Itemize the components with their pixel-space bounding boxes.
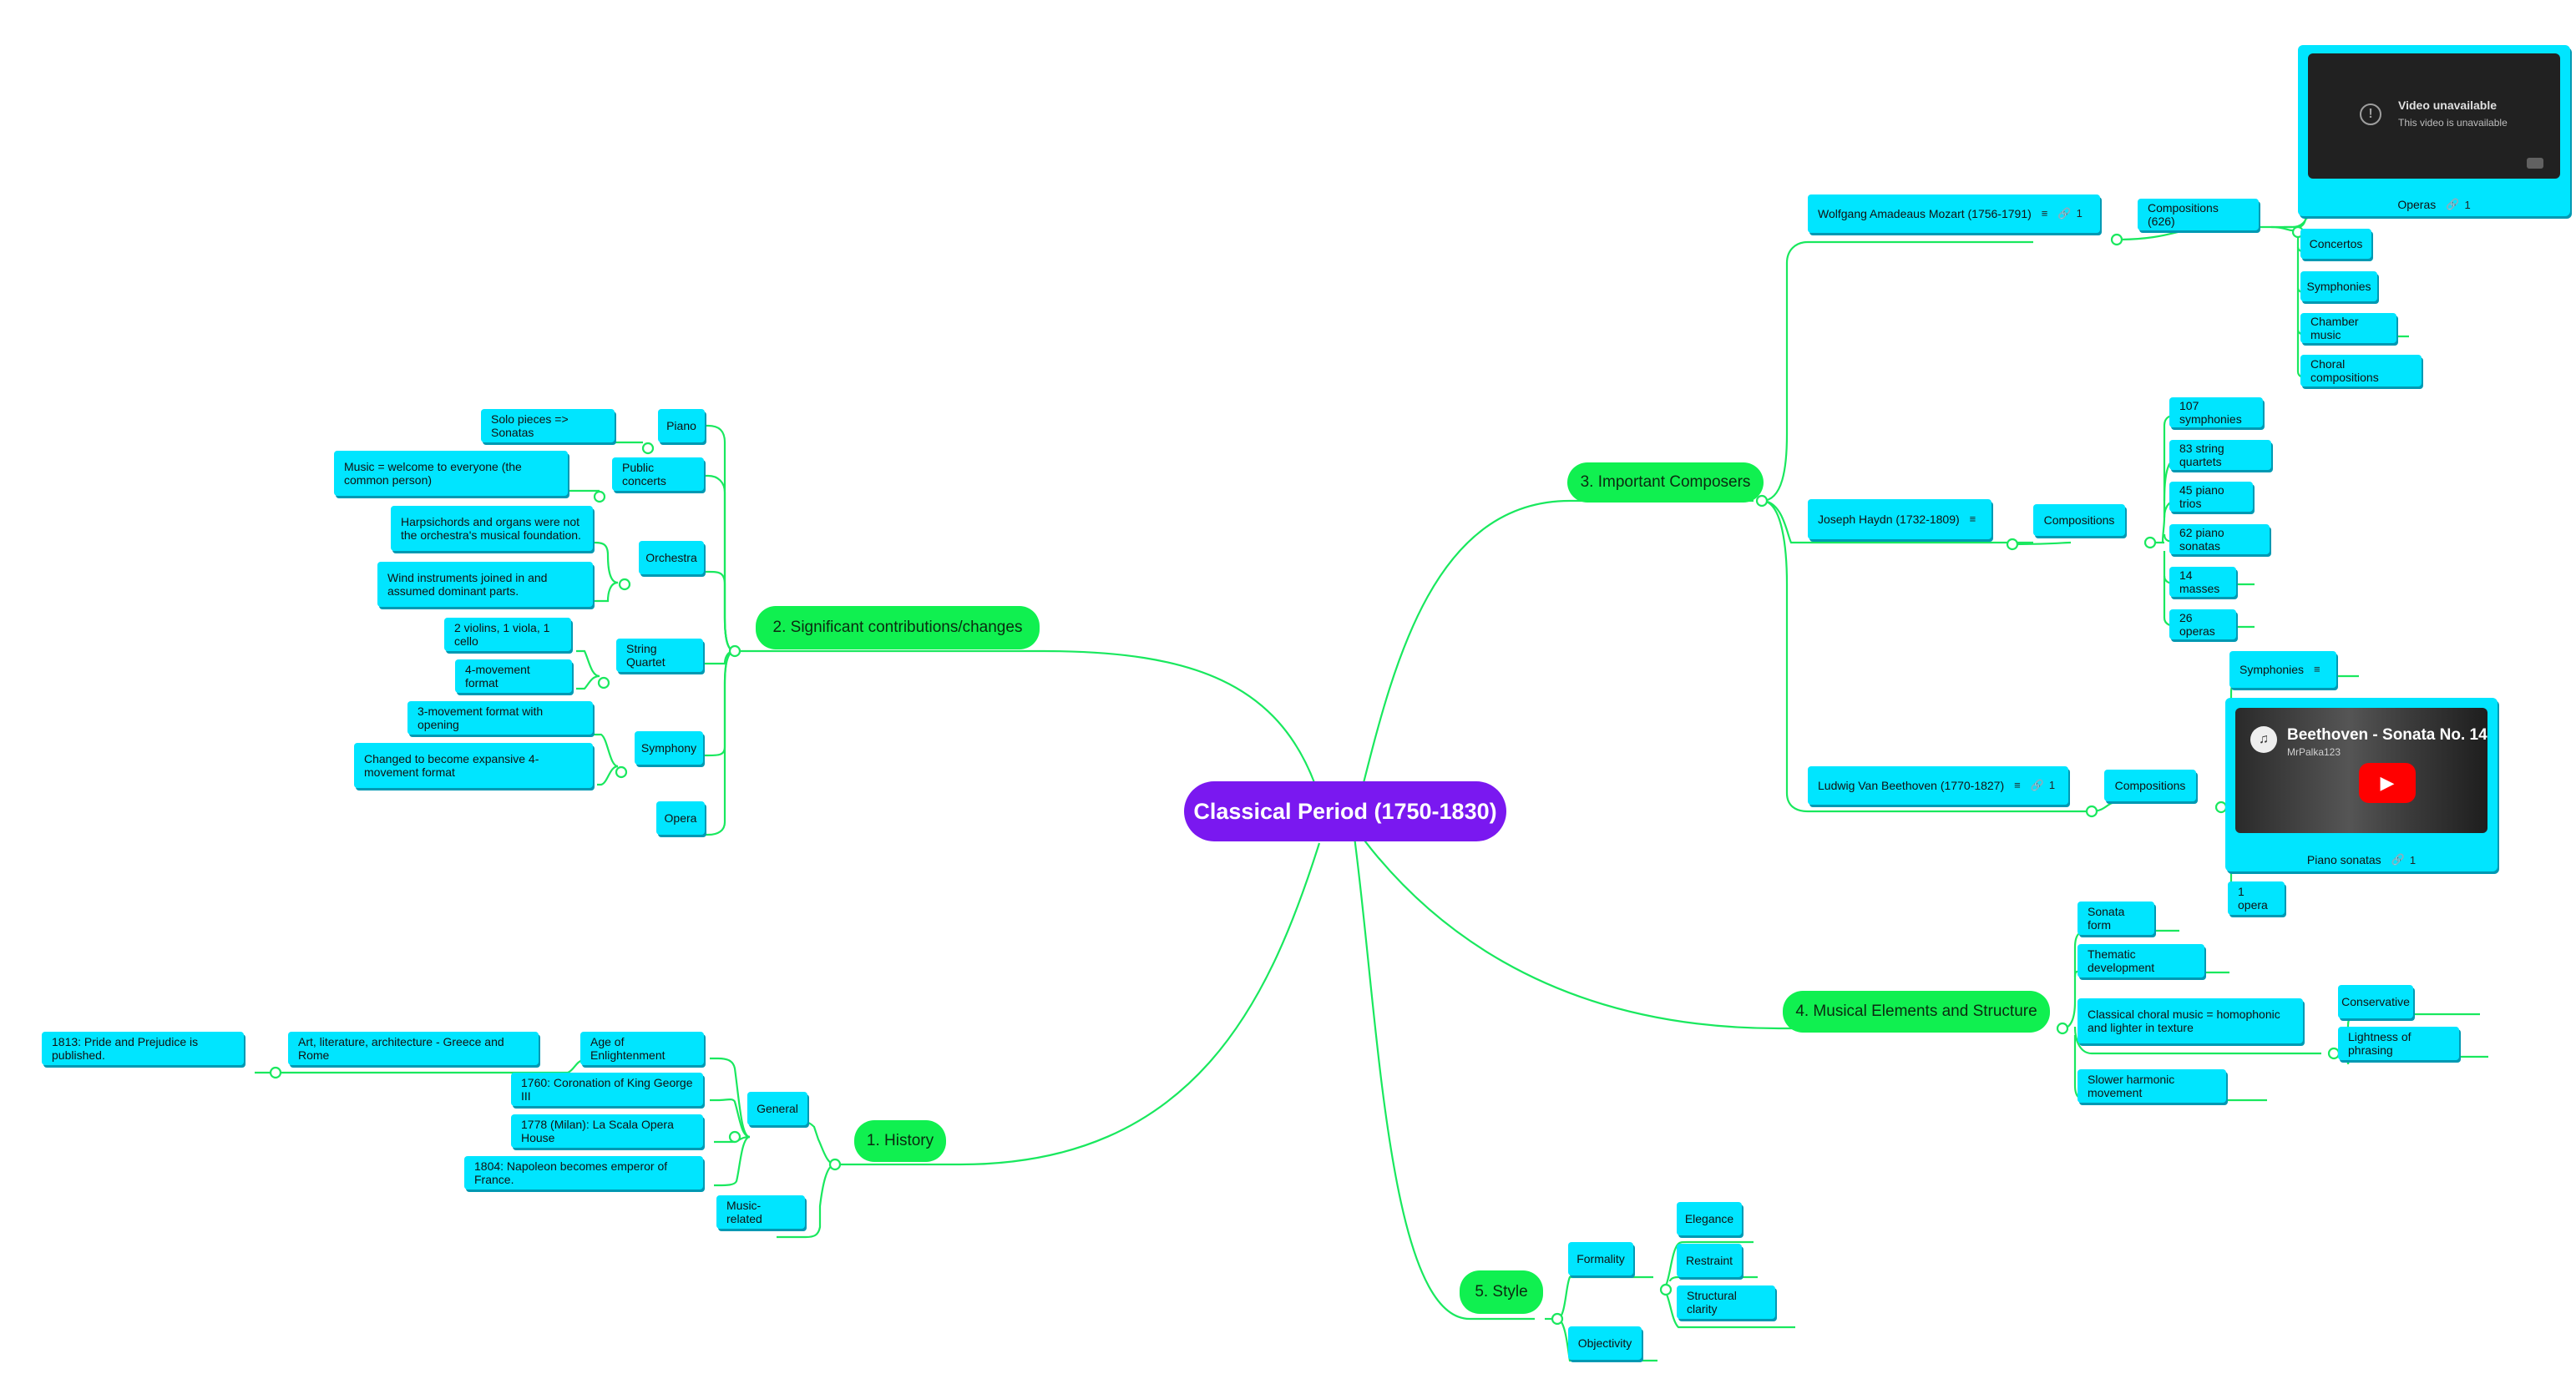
contrib-orchestra[interactable]: Orchestra (639, 541, 704, 574)
video-channel: MrPalka123 (2287, 746, 2341, 758)
element-lightness-of-phrasing[interactable]: Lightness of phrasing (2338, 1027, 2459, 1060)
video-title: Beethoven - Sonata No. 14 (2287, 726, 2487, 745)
contrib-opera[interactable]: Opera (656, 801, 705, 835)
notes-icon[interactable]: ≡ (2042, 207, 2048, 220)
link-icon[interactable]: 🔗1 (2446, 198, 2470, 211)
contrib-wind-instruments[interactable]: Wind instruments joined in and assumed d… (377, 562, 593, 607)
haydn-operas[interactable]: 26 operas (2169, 609, 2236, 639)
contrib-harpsichords[interactable]: Harpsichords and organs were not the orc… (391, 506, 593, 551)
operas-video-card[interactable]: ! Video unavailable This video is unavai… (2298, 45, 2570, 216)
element-choral-texture[interactable]: Classical choral music = homophonic and … (2078, 998, 2303, 1043)
history-music-related[interactable]: Music-related (716, 1195, 805, 1229)
notes-icon[interactable]: ≡ (1970, 513, 1976, 526)
contrib-music-welcome[interactable]: Music = welcome to everyone (the common … (334, 451, 568, 496)
history-age-of-enlightenment[interactable]: Age of Enlightenment (580, 1032, 704, 1065)
history-general[interactable]: General (747, 1092, 807, 1125)
topic-label: 3. Important Composers (1581, 473, 1751, 492)
haydn-masses[interactable]: 14 masses (2169, 567, 2236, 597)
contrib-three-movement[interactable]: 3-movement format with opening (407, 701, 593, 735)
composer-beethoven[interactable]: Ludwig Van Beethoven (1770-1827) ≡ 🔗1 (1808, 766, 2068, 805)
history-coronation[interactable]: 1760: Coronation of King George III (511, 1073, 703, 1106)
topic-significant-contributions[interactable]: 2. Significant contributions/changes (756, 606, 1040, 649)
contrib-symphony[interactable]: Symphony (635, 731, 703, 765)
notes-icon[interactable]: ≡ (2014, 779, 2021, 792)
piano-sonatas-video-card[interactable]: ♫ Beethoven - Sonata No. 14 MrPalka123 ▶… (2225, 698, 2498, 871)
piano-sonatas-label: Piano sonatas (2307, 853, 2381, 866)
contrib-four-movement[interactable]: 4-movement format (455, 659, 572, 693)
history-la-scala[interactable]: 1778 (Milan): La Scala Opera House (511, 1114, 703, 1148)
channel-logo-icon: ♫ (2250, 726, 2277, 753)
element-slower-harmonic[interactable]: Slower harmonic movement (2078, 1069, 2226, 1103)
piano-sonatas-label-row: Piano sonatas 🔗1 (2225, 853, 2498, 866)
link-icon[interactable]: 🔗1 (2031, 779, 2055, 792)
style-restraint[interactable]: Restraint (1677, 1244, 1742, 1277)
operas-label: Operas (2397, 198, 2436, 211)
element-sonata-form[interactable]: Sonata form (2078, 902, 2154, 935)
beethoven-one-opera[interactable]: 1 opera (2228, 881, 2285, 915)
element-conservative[interactable]: Conservative (2338, 985, 2413, 1018)
style-formality[interactable]: Formality (1568, 1242, 1633, 1275)
video-unavailable-subtext: This video is unavailable (2398, 117, 2508, 129)
composer-mozart-label: Wolfgang Amadeaus Mozart (1756-1791) (1818, 207, 2032, 220)
mozart-chamber-music[interactable]: Chamber music (2300, 313, 2396, 343)
mozart-compositions[interactable]: Compositions (626) (2138, 199, 2259, 230)
video-unavailable-text: Video unavailable (2398, 98, 2497, 112)
video-embed-beethoven[interactable]: ♫ Beethoven - Sonata No. 14 MrPalka123 ▶ (2235, 708, 2487, 833)
contrib-violins[interactable]: 2 violins, 1 viola, 1 cello (444, 618, 571, 651)
haydn-piano-sonatas[interactable]: 62 piano sonatas (2169, 524, 2270, 554)
mozart-compositions-label: Compositions (626) (2148, 201, 2249, 228)
link-icon[interactable]: 🔗1 (2391, 853, 2416, 866)
contrib-public-concerts[interactable]: Public concerts (612, 457, 704, 491)
topic-style[interactable]: 5. Style (1460, 1270, 1543, 1314)
topic-history[interactable]: 1. History (854, 1120, 946, 1162)
haydn-piano-trios[interactable]: 45 piano trios (2169, 482, 2253, 512)
mozart-concertos[interactable]: Concertos (2300, 229, 2371, 259)
contrib-piano[interactable]: Piano (658, 409, 705, 442)
mozart-symphonies[interactable]: Symphonies (2300, 271, 2377, 301)
topic-label: 4. Musical Elements and Structure (1795, 1003, 2037, 1021)
style-elegance[interactable]: Elegance (1677, 1202, 1742, 1235)
link-icon[interactable]: 🔗1 (2057, 207, 2082, 220)
history-art-literature[interactable]: Art, literature, architecture - Greece a… (288, 1032, 539, 1065)
haydn-string-quartets[interactable]: 83 string quartets (2169, 440, 2271, 470)
element-thematic-development[interactable]: Thematic development (2078, 944, 2204, 977)
topic-important-composers[interactable]: 3. Important Composers (1567, 462, 1764, 503)
style-structural-clarity[interactable]: Structural clarity (1677, 1285, 1775, 1319)
style-objectivity[interactable]: Objectivity (1568, 1326, 1642, 1360)
alert-icon: ! (2360, 104, 2381, 125)
contrib-solo-pieces[interactable]: Solo pieces => Sonatas (481, 409, 615, 442)
operas-label-row: Operas 🔗1 (2298, 198, 2570, 211)
play-icon[interactable]: ▶ (2359, 763, 2416, 803)
composer-haydn[interactable]: Joseph Haydn (1732-1809) ≡ (1808, 499, 1991, 539)
haydn-symphonies[interactable]: 107 symphonies (2169, 397, 2263, 427)
central-topic[interactable]: Classical Period (1750-1830) (1184, 781, 1506, 841)
mozart-choral-compositions[interactable]: Choral compositions (2300, 355, 2422, 386)
beethoven-symphonies[interactable]: Symphonies ≡ (2229, 651, 2336, 688)
history-pride-and-prejudice[interactable]: 1813: Pride and Prejudice is published. (42, 1032, 244, 1065)
notes-icon[interactable]: ≡ (2314, 663, 2320, 676)
youtube-icon (2527, 158, 2543, 169)
topic-label: 5. Style (1475, 1283, 1527, 1301)
topic-label: 2. Significant contributions/changes (773, 619, 1023, 637)
history-napoleon[interactable]: 1804: Napoleon becomes emperor of France… (464, 1156, 703, 1189)
beethoven-compositions[interactable]: Compositions (2104, 770, 2196, 801)
haydn-compositions[interactable]: Compositions (2033, 504, 2125, 536)
central-topic-label: Classical Period (1750-1830) (1193, 799, 1496, 825)
composer-mozart[interactable]: Wolfgang Amadeaus Mozart (1756-1791) ≡ 🔗… (1808, 194, 2100, 233)
topic-musical-elements[interactable]: 4. Musical Elements and Structure (1783, 991, 2050, 1033)
contrib-string-quartet[interactable]: String Quartet (616, 639, 703, 672)
topic-label: 1. History (867, 1132, 934, 1150)
contrib-changed-expansive[interactable]: Changed to become expansive 4-movement f… (354, 743, 593, 788)
video-embed-unavailable[interactable]: ! Video unavailable This video is unavai… (2308, 53, 2560, 179)
